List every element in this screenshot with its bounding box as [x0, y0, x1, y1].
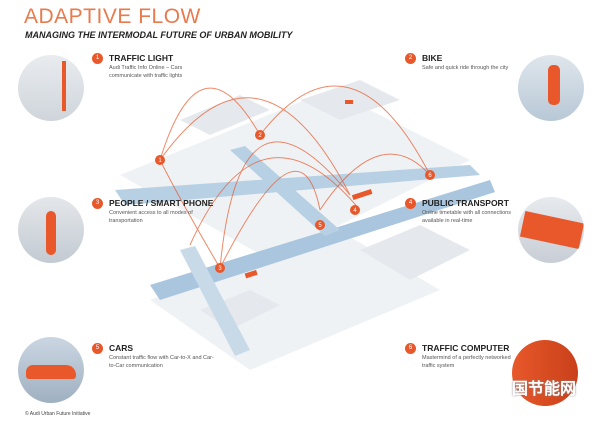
feature-title: BIKE	[422, 53, 443, 63]
feature-title: TRAFFIC COMPUTER	[422, 343, 510, 353]
road-cross-2	[180, 246, 250, 356]
svg-text:4: 4	[353, 208, 357, 214]
feature-description: Online timetable with all connections av…	[422, 210, 511, 224]
cars-image	[18, 337, 84, 403]
road-upper	[115, 165, 480, 205]
feature-title: PEOPLE / SMART PHONE	[109, 198, 214, 208]
traffic-light-image	[18, 55, 84, 121]
connection-arcs	[159, 85, 431, 269]
map-marker-1: 1	[155, 155, 165, 165]
map-marker-5: 5	[315, 220, 325, 230]
number-badge: 4	[405, 198, 416, 209]
public-transport-image	[518, 197, 584, 263]
number-badge: 3	[92, 198, 103, 209]
feature-description: Convenient access to all modes of transp…	[109, 210, 193, 224]
road-cross-1	[230, 146, 340, 236]
number-badge: 5	[92, 343, 103, 354]
city-blocks	[120, 80, 470, 370]
traffic-computer-image	[512, 340, 578, 406]
svg-text:3: 3	[218, 266, 222, 272]
map-marker-6: 6	[425, 170, 435, 180]
page-title: ADAPTIVE FLOW	[24, 5, 201, 28]
svg-text:5: 5	[318, 223, 322, 229]
map-markers: 1 2 3 4 5 6	[155, 130, 435, 273]
map-marker-2: 2	[255, 130, 265, 140]
map-marker-3: 3	[215, 263, 225, 273]
feature-description: Mastermind of a perfectly networked traf…	[422, 355, 511, 369]
map-marker-4: 4	[350, 205, 360, 215]
svg-text:6: 6	[428, 173, 432, 179]
road-lower	[150, 180, 495, 300]
feature-description: Safe and quick ride through the city	[422, 65, 509, 71]
watermark: 国节能网	[512, 381, 577, 398]
page-subtitle: MANAGING THE INTERMODAL FUTURE OF URBAN …	[25, 30, 293, 40]
roads	[115, 146, 495, 356]
svg-text:1: 1	[158, 158, 162, 164]
vehicles	[244, 100, 373, 279]
feature-title: PUBLIC TRANSPORT	[422, 198, 509, 208]
feature-title: CARS	[109, 343, 134, 353]
svg-text:2: 2	[258, 133, 262, 139]
feature-title: TRAFFIC LIGHT	[109, 53, 174, 63]
people-smartphone-image	[18, 197, 84, 263]
number-badge: 1	[92, 53, 103, 64]
number-badge: 6	[405, 343, 416, 354]
copyright: © Audi Urban Future Initiative	[25, 411, 91, 417]
feature-description: Audi Traffic Info Online – Cars communic…	[109, 65, 183, 79]
bike-image	[518, 55, 584, 121]
number-badge: 2	[405, 53, 416, 64]
feature-description: Constant traffic flow with Car-to-X and …	[109, 355, 214, 369]
